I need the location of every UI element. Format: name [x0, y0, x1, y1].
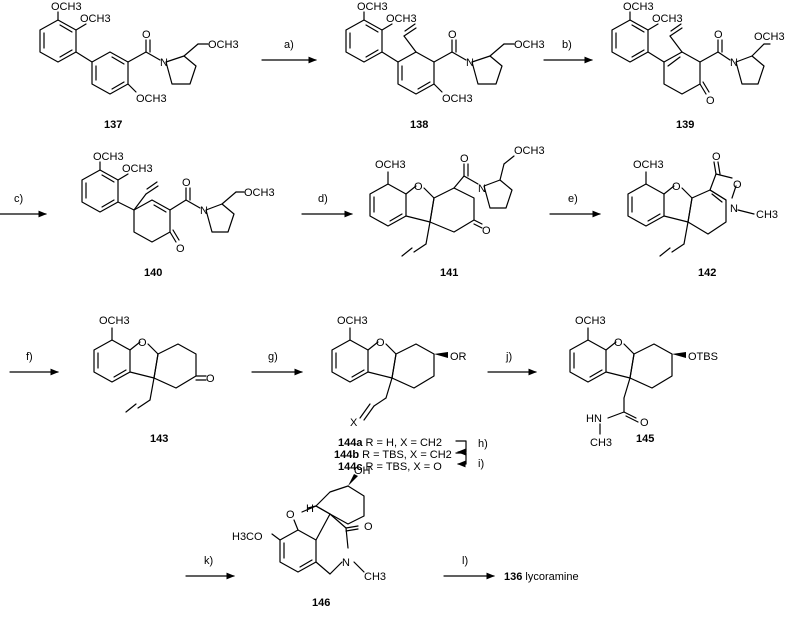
h-label: H [306, 503, 314, 515]
step-label-d: d) [318, 193, 328, 205]
n-label: N [160, 57, 168, 69]
h3co-label: H3CO [232, 531, 263, 543]
compound-label-138: 138 [410, 119, 428, 131]
step-label-i: i) [478, 458, 484, 470]
o-label: O [414, 181, 423, 193]
ome-label: OCH3 [122, 163, 153, 175]
series-144a: 144a R = H, X = CH2 [338, 437, 442, 449]
otbs-label: OTBS [688, 351, 718, 363]
compound-label-142: 142 [698, 267, 716, 279]
ome-label: OCH3 [623, 1, 654, 13]
ome-label: OCH3 [80, 13, 111, 25]
o-label: O [176, 243, 185, 255]
ome-label: OCH3 [514, 145, 545, 157]
ch3-label: CH3 [756, 209, 778, 221]
o-label: O [364, 521, 373, 533]
step-label-f: f) [26, 351, 33, 363]
o-label: O [142, 29, 151, 41]
ome-label: OCH3 [244, 187, 275, 199]
compound-142 [627, 161, 755, 257]
o-label: O [614, 337, 623, 349]
ome-label: OCH3 [754, 31, 785, 43]
final-product-label: 136 lycoramine [504, 571, 579, 583]
n-label: N [200, 205, 208, 217]
compound-137 [39, 11, 209, 95]
compound-141 [369, 155, 515, 257]
step-label-a: a) [284, 39, 294, 51]
ome-label: OCH3 [442, 93, 473, 105]
nh-label: HN [586, 413, 602, 425]
compound-138 [345, 11, 515, 95]
compound-146 [271, 474, 365, 575]
step-label-e: e) [568, 193, 578, 205]
n-label: N [478, 183, 486, 195]
ch3-label: CH3 [364, 571, 386, 583]
step-label-c: c) [14, 193, 23, 205]
ome-label: OCH3 [652, 13, 683, 25]
ome-label: OCH3 [51, 1, 82, 13]
step-label-k: k) [204, 555, 213, 567]
ome-label: OCH3 [633, 159, 664, 171]
o-label: O [460, 153, 469, 165]
o-label: O [672, 181, 681, 193]
o-label: O [376, 337, 385, 349]
n-label: N [466, 57, 474, 69]
o-label: O [733, 179, 742, 191]
ome-label: OCH3 [99, 315, 130, 327]
step-label-b: b) [562, 39, 572, 51]
o-label: O [206, 373, 215, 385]
compound-label-143: 143 [150, 433, 168, 445]
o-label: O [714, 29, 723, 41]
o-label: O [138, 337, 147, 349]
ome-label: OCH3 [337, 315, 368, 327]
o-label: O [640, 417, 649, 429]
series-144b: 144b R = TBS, X = CH2 [334, 449, 452, 461]
o-label: O [706, 95, 715, 107]
step-label-l: l) [462, 555, 468, 567]
ome-label: OCH3 [575, 315, 606, 327]
oh-label: OH [354, 465, 371, 477]
compound-label-141: 141 [440, 267, 458, 279]
n-label: N [730, 203, 738, 215]
o-label: O [448, 29, 457, 41]
ome-label: OCH3 [93, 151, 124, 163]
x-label: X [350, 417, 358, 429]
compound-label-137: 137 [104, 119, 122, 131]
o-label: O [712, 151, 721, 163]
compound-label-140: 140 [144, 267, 162, 279]
series-144c: 144c R = TBS, X = O [338, 461, 442, 473]
n-label: N [730, 57, 738, 69]
step-label-g: g) [268, 351, 278, 363]
ome-label: OCH3 [375, 159, 406, 171]
o-label: O [286, 509, 295, 521]
ch3-label: CH3 [590, 437, 612, 449]
n-label: N [342, 557, 350, 569]
ome-label: OCH3 [136, 93, 167, 105]
step-label-h: h) [478, 438, 488, 450]
compound-label-146: 146 [312, 597, 330, 609]
compound-label-139: 139 [676, 119, 694, 131]
or-label: OR [450, 351, 467, 363]
compound-139 [611, 11, 771, 95]
compound-label-145: 145 [636, 433, 654, 445]
step-label-j: j) [505, 351, 512, 363]
ome-label: OCH3 [386, 13, 417, 25]
ome-label: OCH3 [208, 39, 239, 51]
step-arrow-i [455, 452, 467, 468]
ome-label: OCH3 [514, 39, 545, 51]
compound-144 [331, 327, 448, 421]
compound-145 [569, 327, 686, 435]
o-label: O [482, 225, 491, 237]
compound-143 [93, 327, 207, 413]
o-label: O [182, 177, 191, 189]
compound-140 [81, 161, 245, 243]
ome-label: OCH3 [357, 1, 388, 13]
step-arrow-h [455, 440, 467, 456]
